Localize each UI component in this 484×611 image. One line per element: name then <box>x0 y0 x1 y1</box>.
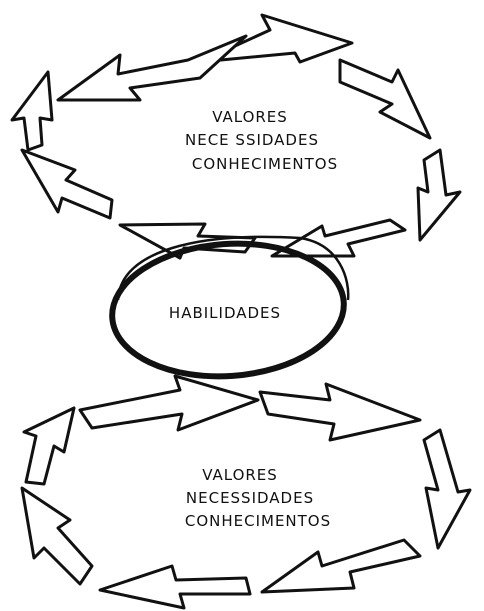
center-text: HABILIDADES <box>169 304 281 322</box>
top-cycle-text: VALORES NECE SSIDADES CONHECIMENTOS <box>185 108 338 173</box>
bottom-cycle-text: VALORES NECESSIDADES CONHECIMENTOS <box>185 466 331 530</box>
top-line-2: NECE SSIDADES <box>185 131 319 149</box>
arrow-top-upper <box>58 15 352 100</box>
arrow-bottom-right <box>424 430 470 548</box>
bottom-line-2: NECESSIDADES <box>186 489 314 507</box>
arrow-bottom-upper <box>80 376 420 440</box>
arrow-bottom-left <box>22 408 92 584</box>
arrow-top-right <box>340 60 460 240</box>
top-line-1: VALORES <box>212 108 288 126</box>
arrow-bottom-lower <box>100 540 420 608</box>
bottom-line-3: CONHECIMENTOS <box>185 512 331 530</box>
top-line-3: CONHECIMENTOS <box>192 155 338 173</box>
bottom-line-1: VALORES <box>202 466 278 484</box>
center-label: HABILIDADES <box>169 304 281 322</box>
